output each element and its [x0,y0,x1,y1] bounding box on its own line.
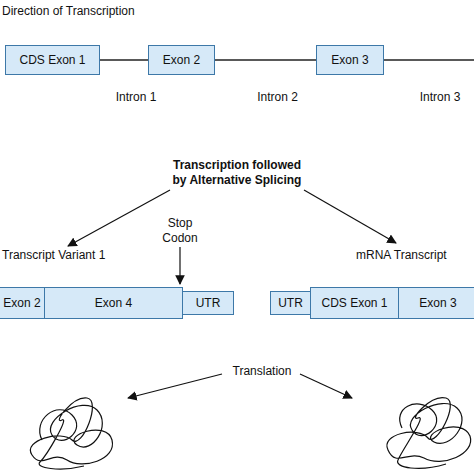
exon-box: Exon 3 [398,287,474,319]
intron-label: Intron 2 [257,90,298,105]
protein-squiggle [30,398,112,469]
diagram-label: Translation [233,364,292,379]
diagram-label: Transcription followed by Alternative Sp… [171,158,303,188]
exon-box: Exon 3 [316,45,384,75]
exon-box: CDS Exon 1 [310,287,399,319]
exon-box: Exon 2 [0,287,45,319]
intron-label: Intron 1 [116,90,157,105]
diagram-label: Intron 3 [420,90,461,105]
splice-arrow [68,190,170,246]
protein-squiggle [30,398,112,469]
exon-box: Exon 4 [44,287,183,319]
stop-codon-arrow [179,247,180,284]
exon-label: Exon 2 [163,53,200,67]
exon-box: CDS Exon 1 [5,45,100,75]
diagram-label: Transcript Variant 1 [2,248,105,263]
translation-arrow [300,374,352,398]
exon-label: CDS Exon 1 [321,296,387,310]
protein-squiggle [387,398,471,469]
exon-label: CDS Exon 1 [19,53,85,67]
protein-squiggle [387,398,471,469]
exon-label: UTR [196,296,221,310]
exon-box: Exon 2 [148,45,215,75]
exon-label: Exon 4 [95,296,132,310]
diagram-label: mRNA Transcript [356,248,447,263]
diagram-label: Direction of Transcription [2,4,135,19]
translation-arrow [128,374,222,398]
exon-box: UTR [182,291,234,315]
exon-label: Exon 3 [331,53,368,67]
intron-line [215,59,316,60]
splice-arrow [304,190,396,243]
intron-line [100,59,148,60]
intron-line [384,59,474,60]
exon-label: UTR [278,296,303,310]
diagram-label: Stop Codon [160,216,200,246]
exon-label: Exon 3 [419,296,456,310]
exon-label: Exon 2 [3,296,40,310]
exon-box: UTR [270,291,311,315]
